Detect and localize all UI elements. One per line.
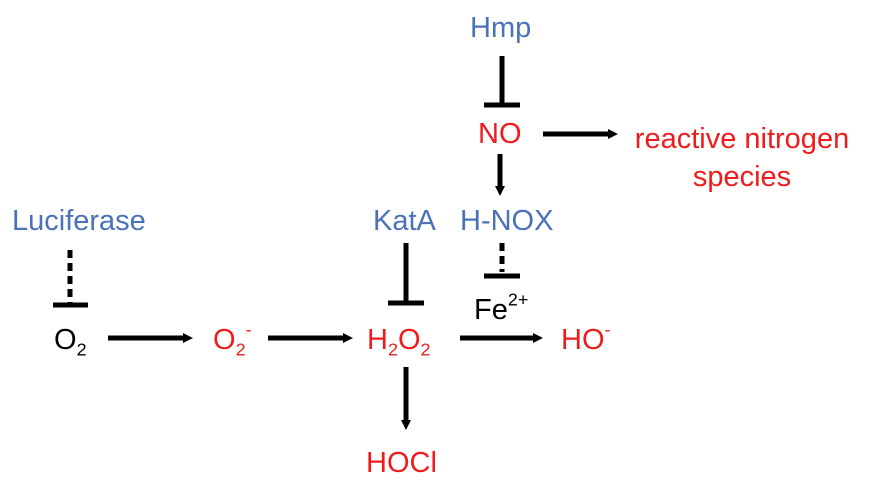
hmp-label: Hmp: [470, 12, 532, 44]
superoxide-charge: -: [245, 319, 252, 340]
kata-label: KatA: [373, 205, 436, 237]
o2-subscript: 2: [76, 339, 87, 360]
hydroxyl-base: HO: [561, 324, 605, 356]
rns-line-2: species: [692, 161, 792, 193]
superoxide-label: O2-: [213, 321, 252, 359]
kata-inhibits-h2o2: [388, 243, 424, 306]
hnox-inhibits-fe: [484, 243, 520, 279]
rns-line-1: reactive nitrogen: [634, 123, 850, 155]
superoxide-base: O: [213, 324, 236, 356]
o2-base: O: [54, 324, 77, 356]
superoxide-subscript: 2: [235, 339, 246, 360]
hmp-inhibits-no: [484, 56, 520, 108]
h2o2-o-subscript: 2: [420, 339, 431, 360]
fe-charge: 2+: [507, 289, 529, 310]
h2o2-label: H2O2: [367, 324, 431, 359]
h2o2-h: H: [367, 324, 388, 356]
luciferase-inhibits-o2: [53, 250, 88, 308]
luciferase-label: Luciferase: [12, 205, 146, 237]
hydroxyl-charge: -: [604, 319, 611, 340]
h2o2-o: O: [397, 324, 421, 356]
fe-label: Fe2+: [474, 291, 528, 326]
hydroxyl-label: HO-: [561, 321, 610, 356]
h2o2-h-subscript: 2: [387, 339, 398, 360]
hocl-label: HOCl: [366, 447, 437, 479]
no-label: NO: [478, 118, 522, 150]
fe-base: Fe: [474, 294, 508, 326]
o2-label: O2: [54, 324, 87, 359]
reactive-nitrogen-species-label: reactive nitrogen species: [626, 120, 858, 196]
hnox-label: H-NOX: [460, 205, 554, 237]
